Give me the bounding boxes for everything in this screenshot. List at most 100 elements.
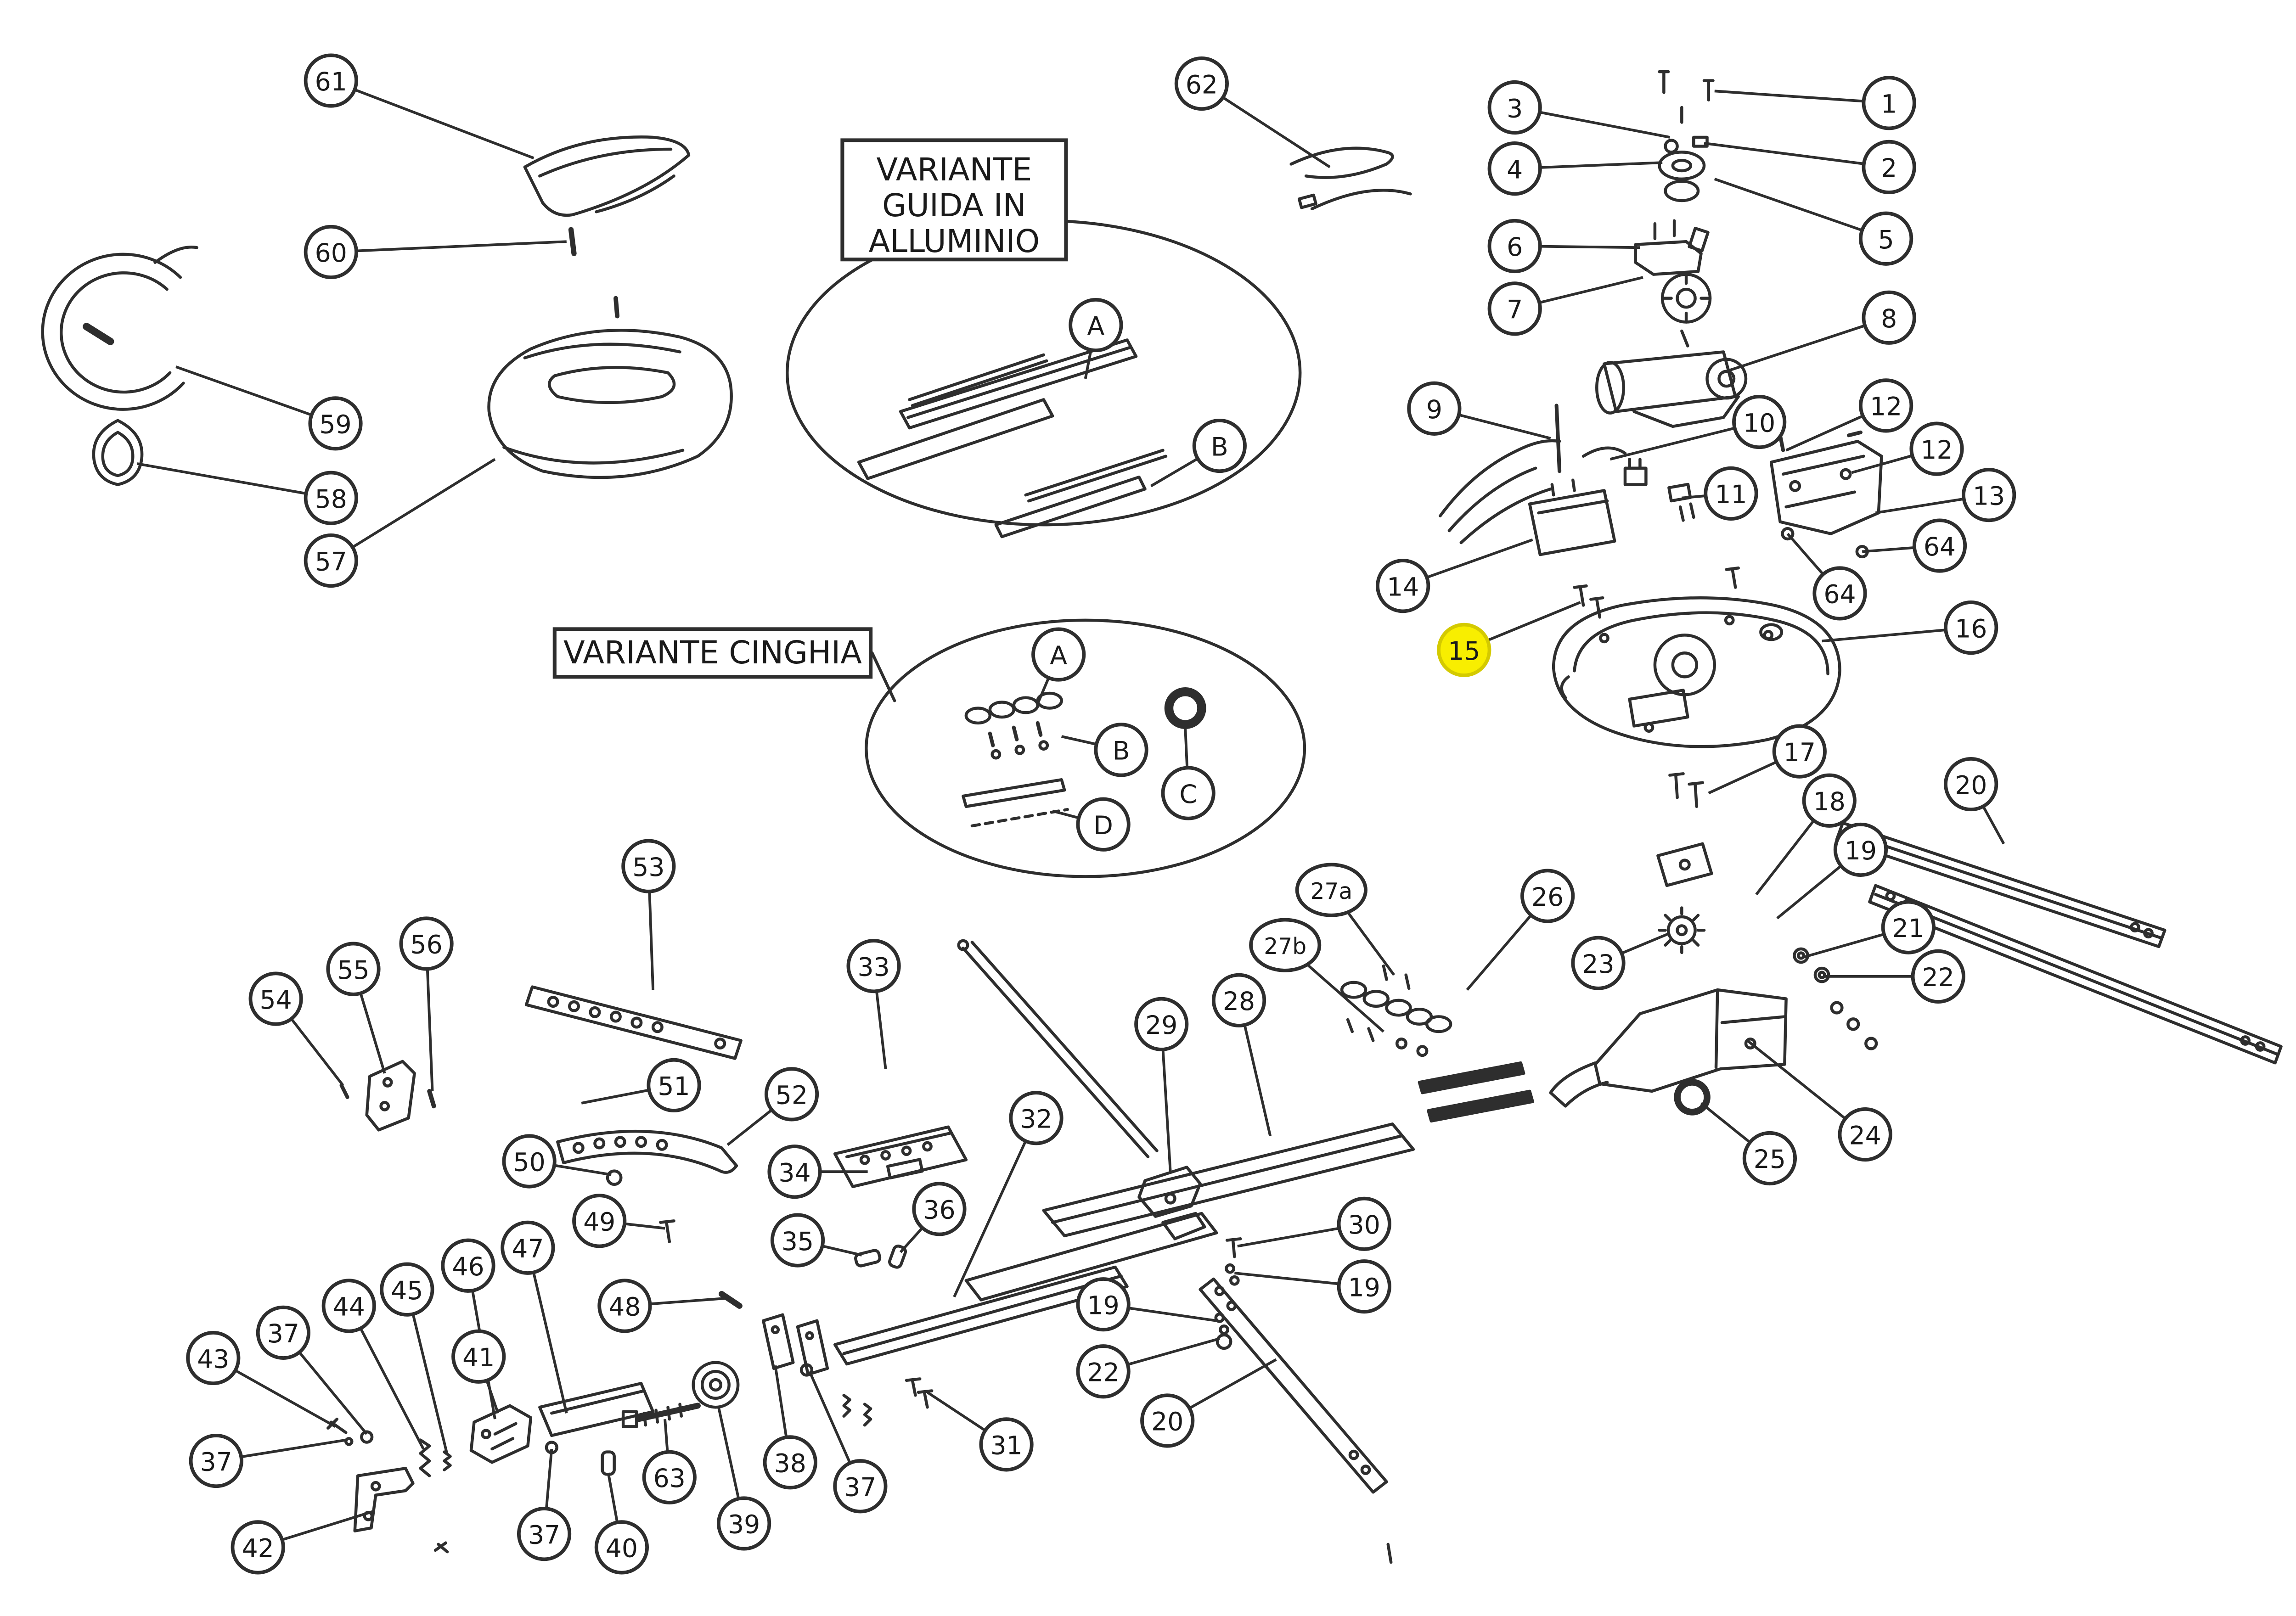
callout-40-69[interactable]: 40 bbox=[594, 1520, 649, 1575]
callout-23-31[interactable]: 23 bbox=[1571, 936, 1626, 990]
callout-balloon-60-1[interactable] bbox=[304, 224, 358, 280]
callout-balloon-32-49[interactable] bbox=[1009, 1091, 1064, 1145]
callout-balloon-19-27[interactable] bbox=[1833, 822, 1888, 877]
callout-25-36[interactable]: 25 bbox=[1742, 1131, 1797, 1186]
callout-balloon-39-71[interactable] bbox=[717, 1496, 771, 1551]
callout-27b-34[interactable]: 27b bbox=[1249, 918, 1322, 972]
callout-balloon-25-36[interactable] bbox=[1742, 1131, 1797, 1186]
callout-balloon-36-48[interactable] bbox=[912, 1182, 967, 1236]
callout-balloon-48-58[interactable] bbox=[597, 1279, 652, 1333]
callout-balloon-4-9[interactable] bbox=[1487, 141, 1542, 196]
callout-balloon-22-30[interactable] bbox=[1911, 949, 1965, 1004]
callout-balloon-18-26[interactable] bbox=[1802, 773, 1857, 828]
callout-balloon-40-69[interactable] bbox=[594, 1520, 649, 1575]
callout-18-26[interactable]: 18 bbox=[1802, 773, 1857, 828]
callout-49-46[interactable]: 49 bbox=[572, 1194, 627, 1248]
callout-balloon-37-68[interactable] bbox=[517, 1507, 572, 1561]
callout-15-23[interactable]: 15 bbox=[1437, 623, 1491, 677]
callout-35-47[interactable]: 35 bbox=[770, 1213, 825, 1268]
callout-balloon-44-61[interactable] bbox=[321, 1279, 376, 1333]
callout-balloon-1-6[interactable] bbox=[1862, 76, 1916, 130]
callout-22-30[interactable]: 22 bbox=[1911, 949, 1965, 1004]
callout-48-58[interactable]: 48 bbox=[597, 1279, 652, 1333]
callout-62-5[interactable]: 62 bbox=[1174, 56, 1229, 111]
callout-balloon-43-59[interactable] bbox=[186, 1330, 241, 1386]
callout-11-16[interactable]: 11 bbox=[1704, 466, 1758, 521]
callout-20-28[interactable]: 20 bbox=[1944, 757, 1998, 812]
callout-61-0[interactable]: 61 bbox=[304, 53, 358, 108]
callout-19-54[interactable]: 19 bbox=[1076, 1277, 1131, 1332]
callout-balloon-52-43[interactable] bbox=[764, 1067, 819, 1122]
callout-balloon-5-10[interactable] bbox=[1859, 211, 1913, 266]
callout-37-68[interactable]: 37 bbox=[517, 1507, 572, 1561]
callout-52-43[interactable]: 52 bbox=[764, 1067, 819, 1122]
callout-13-19[interactable]: 13 bbox=[1962, 468, 2016, 522]
callout-balloon-37-60[interactable] bbox=[256, 1305, 310, 1360]
callout-balloon-51-42[interactable] bbox=[647, 1058, 701, 1112]
callout-balloon-23-31[interactable] bbox=[1571, 936, 1626, 990]
callout-8-13[interactable]: 8 bbox=[1862, 290, 1916, 345]
callout-53-37[interactable]: 53 bbox=[621, 839, 676, 893]
callout-balloon-6-11[interactable] bbox=[1487, 219, 1542, 274]
callout-balloon-17-25[interactable] bbox=[1772, 724, 1827, 779]
callout-44-61[interactable]: 44 bbox=[321, 1279, 376, 1333]
callout-A-76[interactable]: A bbox=[1031, 627, 1086, 682]
callout-balloon-7-12[interactable] bbox=[1487, 281, 1542, 336]
callout-56-41[interactable]: 56 bbox=[399, 916, 454, 971]
callout-6-11[interactable]: 6 bbox=[1487, 219, 1542, 274]
callout-balloon-59-2[interactable] bbox=[308, 396, 363, 451]
callout-balloon-C-78[interactable] bbox=[1161, 766, 1216, 820]
callout-2-7[interactable]: 2 bbox=[1862, 140, 1916, 194]
callout-balloon-3-8[interactable] bbox=[1487, 80, 1542, 135]
callout-45-62[interactable]: 45 bbox=[380, 1262, 434, 1317]
callout-22-55[interactable]: 22 bbox=[1076, 1344, 1131, 1399]
callout-balloon-63-70[interactable] bbox=[642, 1450, 697, 1504]
callout-B-77[interactable]: B bbox=[1094, 723, 1148, 777]
callout-36-48[interactable]: 36 bbox=[912, 1182, 967, 1236]
callout-10-15[interactable]: 10 bbox=[1732, 395, 1787, 449]
callout-balloon-8-13[interactable] bbox=[1862, 290, 1916, 345]
callout-balloon-20-57[interactable] bbox=[1140, 1393, 1195, 1448]
callout-24-35[interactable]: 24 bbox=[1838, 1107, 1892, 1162]
callout-1-6[interactable]: 1 bbox=[1862, 76, 1916, 130]
callout-balloon-41-65[interactable] bbox=[451, 1329, 506, 1384]
callout-balloon-64-20[interactable] bbox=[1912, 518, 1967, 573]
callout-D-79[interactable]: D bbox=[1076, 797, 1131, 852]
callout-33-38[interactable]: 33 bbox=[846, 939, 901, 993]
callout-63-70[interactable]: 63 bbox=[642, 1450, 697, 1504]
callout-29-50[interactable]: 29 bbox=[1134, 997, 1189, 1051]
callout-balloon-45-62[interactable] bbox=[380, 1262, 434, 1317]
callout-balloon-14-22[interactable] bbox=[1376, 559, 1430, 613]
callout-7-12[interactable]: 7 bbox=[1487, 281, 1542, 336]
callout-43-59[interactable]: 43 bbox=[186, 1330, 241, 1386]
callout-balloon-46-63[interactable] bbox=[441, 1238, 495, 1293]
callout-balloon-49-46[interactable] bbox=[572, 1194, 627, 1248]
callout-balloon-35-47[interactable] bbox=[770, 1213, 825, 1268]
callout-balloon-26-32[interactable] bbox=[1520, 869, 1575, 923]
callout-balloon-19-54[interactable] bbox=[1076, 1277, 1131, 1332]
callout-51-42[interactable]: 51 bbox=[647, 1058, 701, 1112]
callout-64-21[interactable]: 64 bbox=[1812, 566, 1867, 621]
callout-balloon-13-19[interactable] bbox=[1962, 468, 2016, 522]
callout-balloon-61-0[interactable] bbox=[304, 53, 358, 108]
callout-balloon-12-17[interactable] bbox=[1859, 378, 1913, 433]
callout-37-66[interactable]: 37 bbox=[189, 1433, 243, 1488]
callout-34-45[interactable]: 34 bbox=[767, 1145, 822, 1199]
callout-balloon-15-23[interactable] bbox=[1437, 623, 1491, 677]
callout-12-18[interactable]: 12 bbox=[1909, 421, 1964, 476]
callout-39-71[interactable]: 39 bbox=[717, 1496, 771, 1551]
callout-37-60[interactable]: 37 bbox=[256, 1305, 310, 1360]
callout-4-9[interactable]: 4 bbox=[1487, 141, 1542, 196]
callout-42-67[interactable]: 42 bbox=[231, 1520, 285, 1575]
callout-balloon-47-64[interactable] bbox=[501, 1220, 555, 1275]
callout-3-8[interactable]: 3 bbox=[1487, 80, 1542, 135]
callout-balloon-22-55[interactable] bbox=[1076, 1344, 1131, 1399]
callout-16-24[interactable]: 16 bbox=[1944, 600, 1998, 655]
callout-balloon-29-50[interactable] bbox=[1134, 997, 1189, 1051]
callout-balloon-57-4[interactable] bbox=[304, 533, 358, 588]
callout-57-4[interactable]: 57 bbox=[304, 533, 358, 588]
callout-balloon-34-45[interactable] bbox=[767, 1145, 822, 1199]
callout-balloon-37-66[interactable] bbox=[189, 1433, 243, 1488]
callout-balloon-24-35[interactable] bbox=[1838, 1107, 1892, 1162]
callout-19-27[interactable]: 19 bbox=[1833, 822, 1888, 877]
